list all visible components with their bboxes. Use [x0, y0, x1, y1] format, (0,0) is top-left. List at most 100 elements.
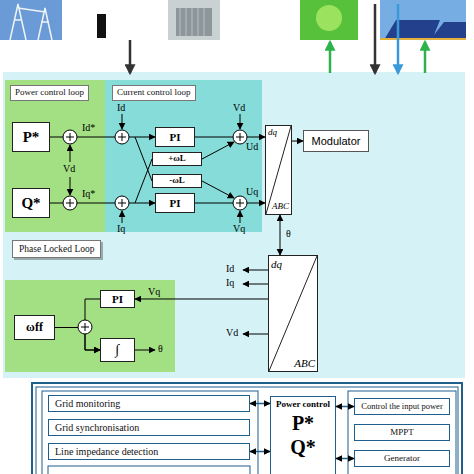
process-box: Grid monitoring	[48, 395, 250, 412]
node-text: P*	[292, 412, 314, 434]
summer-group	[63, 130, 247, 334]
field-strip	[380, 38, 466, 40]
process-box: -ωL	[152, 174, 202, 188]
node-text: ∫	[116, 342, 120, 357]
summing-circle	[115, 196, 129, 210]
transform-diagonal-line	[266, 126, 291, 214]
transform-diagonal-line	[269, 256, 317, 371]
signal-wire	[240, 114, 241, 129]
process-box: Line impedance detection	[48, 443, 250, 460]
signal-arrow	[336, 458, 354, 460]
process-box: Q*	[12, 188, 50, 218]
summing-circle	[63, 130, 77, 144]
solar-panels	[384, 20, 466, 40]
signal-label: Vd	[233, 102, 245, 113]
edge-label: Vq	[148, 286, 160, 297]
process-box: PI	[100, 290, 135, 308]
summing-sign	[118, 199, 126, 207]
node-text: +ωL	[168, 154, 186, 164]
transform-box: dqABC	[265, 125, 292, 215]
node-text: Modulator	[312, 135, 361, 147]
process-box: PI	[155, 127, 195, 147]
system-frame-inner	[36, 387, 458, 474]
node-text: ABC	[272, 202, 289, 212]
summing-sign	[81, 323, 89, 331]
transformer-body	[176, 8, 212, 36]
transformer-photo	[168, 0, 220, 40]
process-box: Generator	[354, 450, 450, 467]
node-text: ABC	[294, 357, 315, 369]
process-box: Power controlP*Q*	[270, 396, 336, 474]
node-text: Phase Locked Loop	[12, 240, 101, 258]
signal-arrow	[250, 451, 270, 453]
summing-junction	[63, 196, 77, 210]
coupling-wire	[202, 142, 234, 159]
node-text: P*	[23, 129, 40, 146]
signal-label: Iq	[117, 223, 125, 234]
edge-group	[50, 137, 354, 459]
summing-sign	[66, 133, 74, 141]
power-flow-arrow	[129, 40, 132, 73]
pylon-icon	[10, 4, 52, 40]
signal-label: Uq	[246, 186, 258, 197]
signal-arrow	[50, 203, 155, 204]
node-text: Power control	[276, 400, 330, 410]
signal-label: Iq*	[82, 188, 95, 199]
summing-junction	[233, 196, 247, 210]
node-text: Grid synchronisation	[55, 422, 139, 433]
node-text: -ωL	[169, 176, 185, 186]
summing-sign	[236, 133, 244, 141]
summing-circle	[78, 320, 92, 334]
signal-label: θ	[158, 343, 163, 354]
node-text: PI	[170, 197, 181, 209]
node-text: dq	[271, 258, 282, 270]
signal-arrow	[50, 137, 155, 138]
power-flow-arrow	[397, 4, 400, 73]
control-band: Power control loopP*Q*	[5, 80, 105, 232]
process-box: ωff	[14, 315, 55, 340]
signal-arrow	[135, 298, 268, 299]
node-text: Generator	[384, 454, 420, 464]
node-text: dq	[268, 128, 277, 138]
process-box: Modulator	[303, 130, 369, 152]
grid-photo	[0, 0, 62, 40]
coupling-wire	[135, 159, 152, 203]
summing-sign	[118, 133, 126, 141]
summing-sign	[66, 199, 74, 207]
process-box: P*	[12, 122, 50, 152]
signal-arrow	[280, 215, 281, 255]
summing-junction	[115, 196, 129, 210]
node-text: Q*	[290, 436, 316, 458]
summing-junction	[233, 130, 247, 144]
transformer-fins	[180, 8, 204, 36]
coupling-wire	[135, 137, 152, 181]
process-box: +ωL	[152, 152, 202, 166]
signal-label: Iq	[226, 277, 234, 288]
green-energy-globe	[316, 5, 342, 31]
summing-junction	[78, 320, 92, 334]
signal-arrow	[292, 141, 303, 142]
signal-wire	[70, 145, 71, 162]
process-box: Control the input power	[354, 398, 450, 415]
signal-wire	[122, 114, 123, 129]
signal-arrow	[55, 328, 100, 351]
summing-circle	[233, 196, 247, 210]
transform-diagonal	[269, 256, 317, 371]
source-group-frame	[348, 391, 456, 474]
node-text: Control the input power	[361, 402, 442, 411]
grid-bar	[97, 14, 106, 38]
signal-arrow	[250, 403, 270, 405]
signal-wire	[122, 211, 123, 223]
control-backdrop	[3, 72, 465, 378]
summing-circle	[115, 130, 129, 144]
transform-diagonal	[266, 126, 291, 214]
summing-circle	[63, 196, 77, 210]
wire-group	[70, 4, 425, 350]
summing-circle	[233, 130, 247, 144]
system-frame	[32, 383, 462, 474]
signal-label: Id*	[82, 122, 95, 133]
signal-arrow	[195, 137, 265, 138]
node-text: ωff	[26, 321, 43, 334]
process-box: Grid synchronisation	[48, 419, 250, 436]
signal-wire	[243, 270, 268, 271]
